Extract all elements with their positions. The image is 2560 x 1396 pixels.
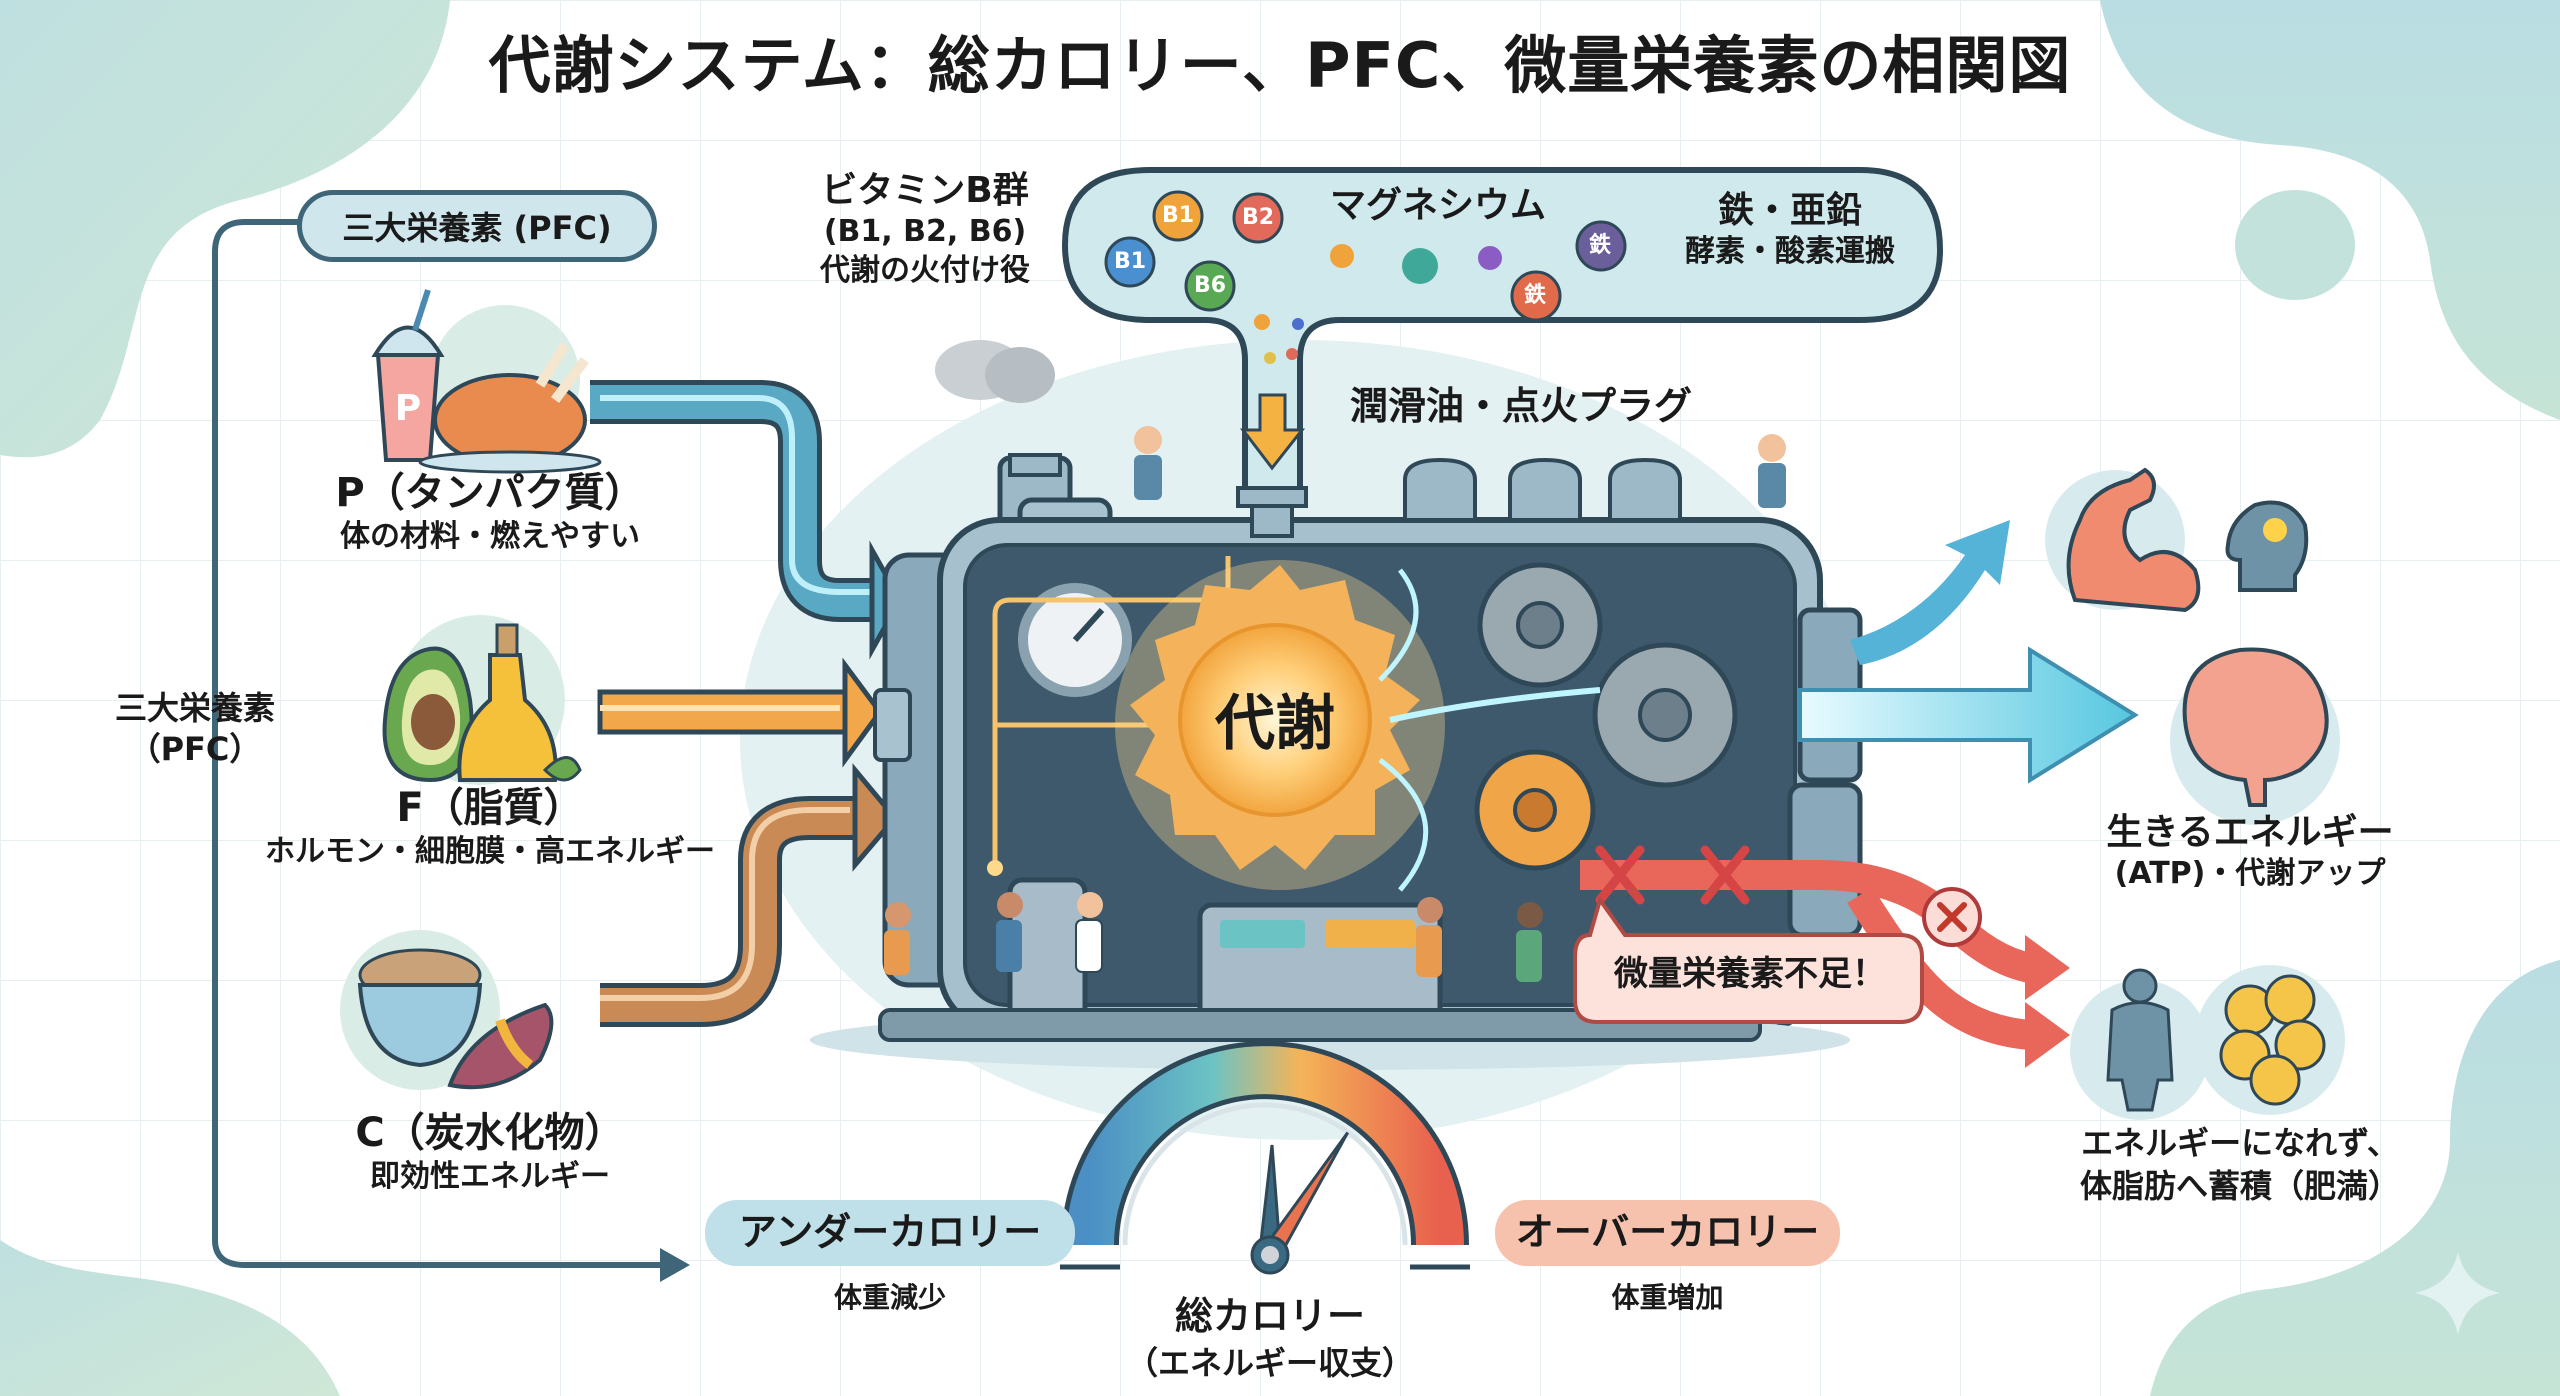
good-output-line1: 生きるエネルギー [2106,812,2394,853]
energy-up-arrow [1850,520,2010,665]
iron-zinc-title: 鉄・亜鉛 [1717,190,1862,231]
brain-icon [2182,647,2329,807]
blob-bottom-left [0,1240,340,1396]
macros-side-label-line2: （PFC） [128,729,262,768]
head-lightbulb-icon [2225,500,2309,592]
iron-zinc-desc: 酵素・酸素運搬 [1685,234,1895,270]
macros-header-pill: 三大栄養素 (PFC) [297,190,657,262]
bracket-arrowhead [660,1248,690,1282]
nutrient-down-arrow [1239,393,1306,471]
over-calorie-pill: オーバーカロリー [1495,1200,1840,1266]
blocked-x-icon [1595,845,1750,905]
calorie-gauge [1060,1041,1470,1275]
over-calorie-label: オーバーカロリー [1515,1210,1820,1255]
vitamin-b-block: ビタミンB群 (B1, B2, B6) 代謝の火付け役 [790,170,1060,288]
bad-output-line2: 体脂肪へ蓄積（肥満） [2079,1166,2400,1205]
macros-header-label: 三大栄養素 (PFC) [342,209,612,247]
page-title: 代謝システム：総カロリー、PFC、微量栄養素の相関図 [488,29,2072,102]
warning-callout-bubble [1573,895,1924,1024]
metabolism-engine [810,340,1863,1070]
vitamin-b-desc: 代謝の火付け役 [820,252,1030,288]
bad-output-label: エネルギーになれず、 体脂肪へ蓄積（肥満） [2020,1125,2460,1205]
ball-label-b1: B1 [1162,203,1195,228]
carb-arrowhead [852,763,899,872]
fat-arrowhead [842,657,884,768]
rice-sweet-potato-icon [357,948,554,1090]
obese-person-icon [2106,968,2174,1112]
macro-desc: 即効性エネルギー [370,1159,610,1194]
vitamin-balls [1104,190,1627,364]
protein-badge: P [395,388,421,429]
muscle-arm-icon [2066,467,2201,613]
magnesium-label: マグネシウム [1330,185,1547,226]
blob-top-right [2100,0,2560,420]
macro-bracket-line [212,219,660,1268]
ball-label-b6: B6 [1194,273,1227,298]
blob-top-left [0,0,450,458]
under-calorie-effect: 体重減少 [833,1281,946,1314]
energy-output-arrow [1798,646,2139,784]
under-calorie-label: アンダーカロリー [738,1210,1042,1255]
fat-cells-icon [2219,974,2326,1106]
good-output-label: 生きるエネルギー (ATP)・代謝アップ [2030,812,2470,892]
over-calorie-effect: 体重増加 [1611,1281,1724,1314]
total-calorie-title: 総カロリー [1174,1294,1365,1338]
fat-pipe [597,689,853,735]
macro-name: F（脂質） [396,785,584,831]
under-calorie-pill: アンダーカロリー [705,1200,1075,1266]
vitamin-b-sub: (B1, B2, B6) [823,214,1027,250]
ball-label-b1b: B1 [1114,249,1147,274]
ball-label-iron2: 鉄 [1524,283,1547,308]
blob-top-right-dot [2235,190,2355,300]
macro-desc: 体の材料・燃えやすい [340,519,640,554]
macros-side-label: 三大栄養素 （PFC） [95,690,295,768]
macros-side-label-line1: 三大栄養素 [114,689,275,727]
workers [884,426,1786,982]
micronutrient-deficiency-warning: 微量栄養素不足！ [1614,954,1886,994]
macro-desc: ホルモン・細胞膜・高エネルギー [265,834,715,869]
warning-flow-2 [1847,887,2032,1050]
total-calorie-subtitle: （エネルギー収支） [1125,1344,1414,1382]
bad-output-line1: エネルギーになれず、 [2081,1124,2399,1162]
ball-label-b2: B2 [1242,205,1275,230]
ball-label-iron: 鉄 [1589,233,1612,258]
vitamin-b-title: ビタミンB群 [821,170,1029,211]
macro-name: C（炭水化物） [355,1110,625,1156]
good-output-line2: (ATP)・代謝アップ [2114,856,2386,892]
macro-item-fat: F（脂質） ホルモン・細胞膜・高エネルギー [230,785,750,870]
iron-zinc-block: 鉄・亜鉛 酵素・酸素運搬 [1660,190,1920,270]
macro-name: P（タンパク質） [335,470,645,516]
macro-item-protein: P（タンパク質） 体の材料・燃えやすい [290,470,690,555]
metabolism-core-label: 代謝 [1215,689,1335,759]
protein-shake-chicken-icon [371,289,602,474]
macro-item-carb: C（炭水化物） 即効性エネルギー [300,1110,680,1195]
sparkle-icon [2415,1252,2500,1335]
avocado-oil-icon [382,623,582,783]
nutrient-role-label: 潤滑油・点火プラグ [1350,384,1693,428]
